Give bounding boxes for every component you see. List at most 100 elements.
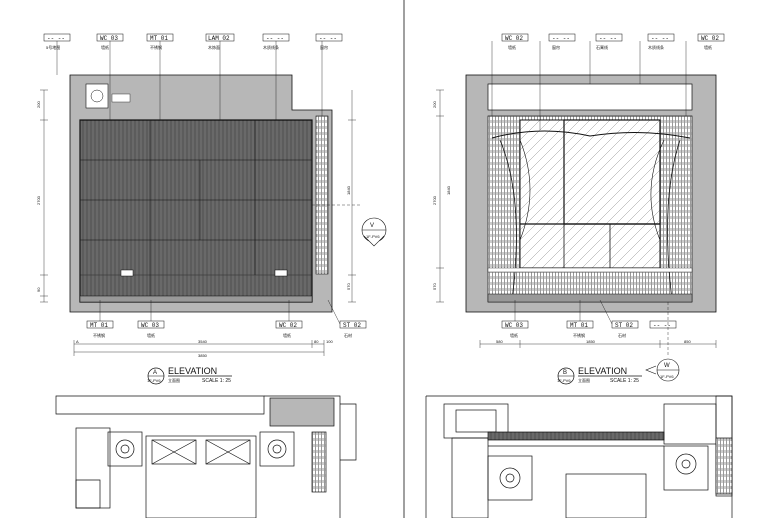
material-tag: WC 02 墙纸 [491,33,529,116]
title-bubble-sheet: 1F-PV6 [147,378,161,383]
material-tag: -- -- 5号地图 [43,33,71,75]
tag-code: ST 02 [343,322,361,329]
callout-sheet: 1F-PV6 [366,234,380,239]
elevation-b-curtain-swag [491,130,691,139]
elevation-a-section-callout: V 1F-PV6 [312,204,387,247]
dim-text: A [76,339,79,344]
tag-code: MT 01 [570,322,588,329]
material-tag: MT 01 不锈钢 [566,300,594,338]
elevation-b-top-tags: WC 02 墙纸 -- -- 窗帘 -- -- 石膏线 -- -- 木质线条 [491,33,725,130]
dim-text: 3540 [198,339,208,344]
tag-name: 木质线条 [263,44,279,50]
elevation-b-window [519,119,661,269]
tag-name: 窗帘 [552,44,560,50]
dim-text: 90 [36,287,41,292]
dim-text: 1850 [586,339,596,344]
bed-plan [145,435,257,518]
elevation-a-bottom-tags: MT 01 不锈钢 WC 03 墙纸 WC 02 墙纸 ST 02 石材 [86,299,367,338]
material-tag: WC 02 墙纸 [275,300,303,338]
scale-text: SCALE 1: 25 [610,378,639,384]
tag-code: MT 01 [150,35,168,42]
tag-name: 墙纸 [508,44,516,50]
title-bubble-sheet: 1F-PV6 [557,378,571,383]
elevation-b-title: B 1F-PV6 ELEVATION 立面图 SCALE 1: 25 [557,366,642,385]
elevation-a-vertical-dims [40,89,356,303]
tag-code: WC 03 [505,322,523,329]
elevation-a-curtain-side [315,115,329,275]
title-bubble-letter: B [563,370,567,376]
dim-text: 3850 [198,353,208,358]
title-subtext: 立面图 [168,377,180,383]
tag-code: WC 02 [279,322,297,329]
elevation-a-title: A 1F-PV6 ELEVATION 立面图 SCALE 1: 25 [147,366,232,385]
tag-code: -- -- [651,35,669,42]
callout-letter: V [370,223,374,229]
callout-letter: W [664,363,670,369]
material-tag: -- -- 木质线条 [262,33,290,120]
tag-name: 墙纸 [283,332,291,338]
material-tag: -- -- 木质线条 [639,33,675,84]
material-tag: WC 03 墙纸 [501,300,529,338]
elevation-a-socket [120,269,134,277]
material-tag: LAM 02 木饰面 [205,33,235,120]
tag-code: -- -- [552,35,570,42]
elevation-b-bottom-tags: WC 03 墙纸 MT 01 不锈钢 ST 02 石材 -- -- [501,299,677,338]
tag-name: 木饰面 [208,44,220,50]
tag-code: -- -- [319,35,337,42]
material-tag: WC 03 墙纸 [96,33,124,120]
material-tag: WC 03 墙纸 [137,300,165,338]
tag-name: 墙纸 [510,332,518,338]
dim-text: 200 [432,101,437,108]
callout-sheet: 1F-PV6 [660,374,674,379]
material-tag: MT 01 不锈钢 [146,33,174,120]
tag-name: 不锈钢 [150,44,162,50]
elevation-b: WC 02 墙纸 -- -- 窗帘 -- -- 石膏线 -- -- 木质线条 [432,33,725,385]
dim-text: 1840 [446,185,451,195]
elevation-b-horizontal-dims [479,340,717,348]
tag-name: 窗帘 [320,44,328,50]
elevation-b-curtain-box [487,83,693,111]
material-tag: -- -- [649,320,677,329]
dim-text: 80 [314,339,319,344]
tag-code: -- -- [599,35,617,42]
dim-text: 2700 [432,195,437,205]
tag-code: MT 01 [90,322,108,329]
tag-name: 墙纸 [101,44,109,50]
dim-text: 580 [496,339,503,344]
tag-code: WC 03 [100,35,118,42]
material-tag: -- -- 窗帘 [315,33,343,116]
material-tag: WC 02 墙纸 [685,33,725,116]
title-text: ELEVATION [168,366,217,376]
elevation-a-top-tags: -- -- 5号地图 WC 03 墙纸 MT 01 不锈钢 LAM 02 木饰面 [43,33,343,120]
dim-text: 1840 [346,185,351,195]
elevation-a-ac-box [85,83,109,109]
tag-code: ST 02 [615,322,633,329]
tag-name: 墙纸 [147,332,155,338]
title-subtext: 立面图 [578,377,590,383]
tag-name: 石材 [344,332,352,338]
tag-name: 5号地图 [46,44,60,50]
tag-code: WC 02 [505,35,523,42]
tag-name: 墙纸 [704,44,712,50]
tag-code: LAM 02 [208,35,230,42]
dim-text: 200 [36,101,41,108]
elevation-a: -- -- 5号地图 WC 03 墙纸 MT 01 不锈钢 LAM 02 木饰面 [36,33,387,385]
material-tag: -- -- 石膏线 [589,33,623,84]
tag-code: WC 03 [141,322,159,329]
elevation-b-vertical-dims [436,89,444,303]
plan-a [55,395,357,518]
material-tag: -- -- 窗帘 [539,33,576,130]
tag-code: -- -- [47,35,65,42]
plan-b [425,395,733,518]
elevation-a-horizontal-dims [73,340,325,356]
tag-code: -- -- [266,35,284,42]
dim-text: 100 [326,339,333,344]
title-bubble-letter: A [153,370,157,376]
tag-name: 不锈钢 [93,332,105,338]
elevation-a-headboard [79,119,313,303]
dim-text: 2700 [36,195,41,205]
tag-name: 木质线条 [648,44,664,50]
tag-name: 石膏线 [596,44,608,50]
tag-code: -- -- [653,322,671,329]
